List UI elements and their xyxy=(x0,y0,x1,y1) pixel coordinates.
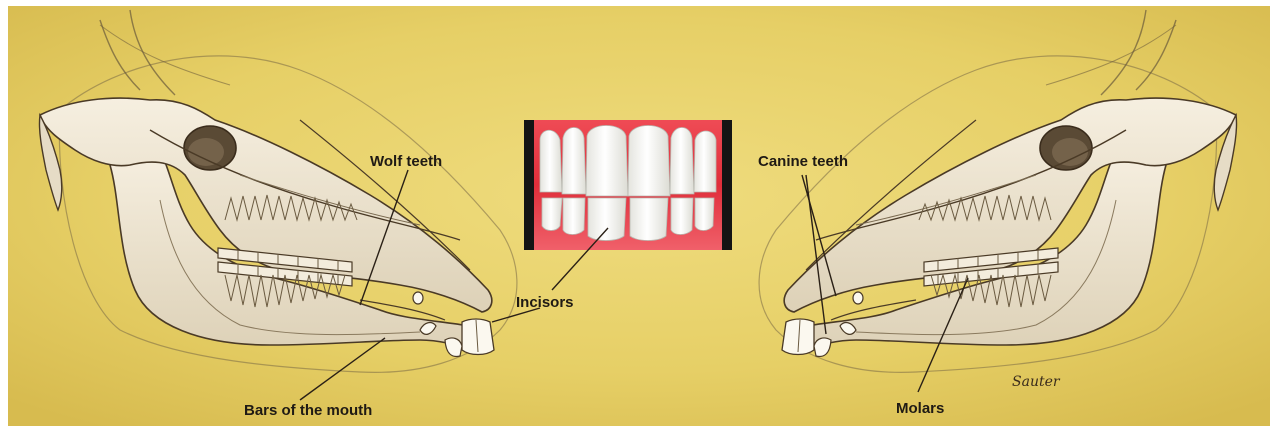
label-molars: Molars xyxy=(896,400,944,417)
label-bars-of-the-mouth: Bars of the mouth xyxy=(244,402,372,419)
label-wolf-teeth: Wolf teeth xyxy=(370,153,442,170)
artist-signature: Sauter xyxy=(1012,374,1061,390)
label-canine-teeth: Canine teeth xyxy=(758,153,848,170)
label-incisors: Incisors xyxy=(516,294,574,311)
human-teeth-photo xyxy=(524,120,732,250)
